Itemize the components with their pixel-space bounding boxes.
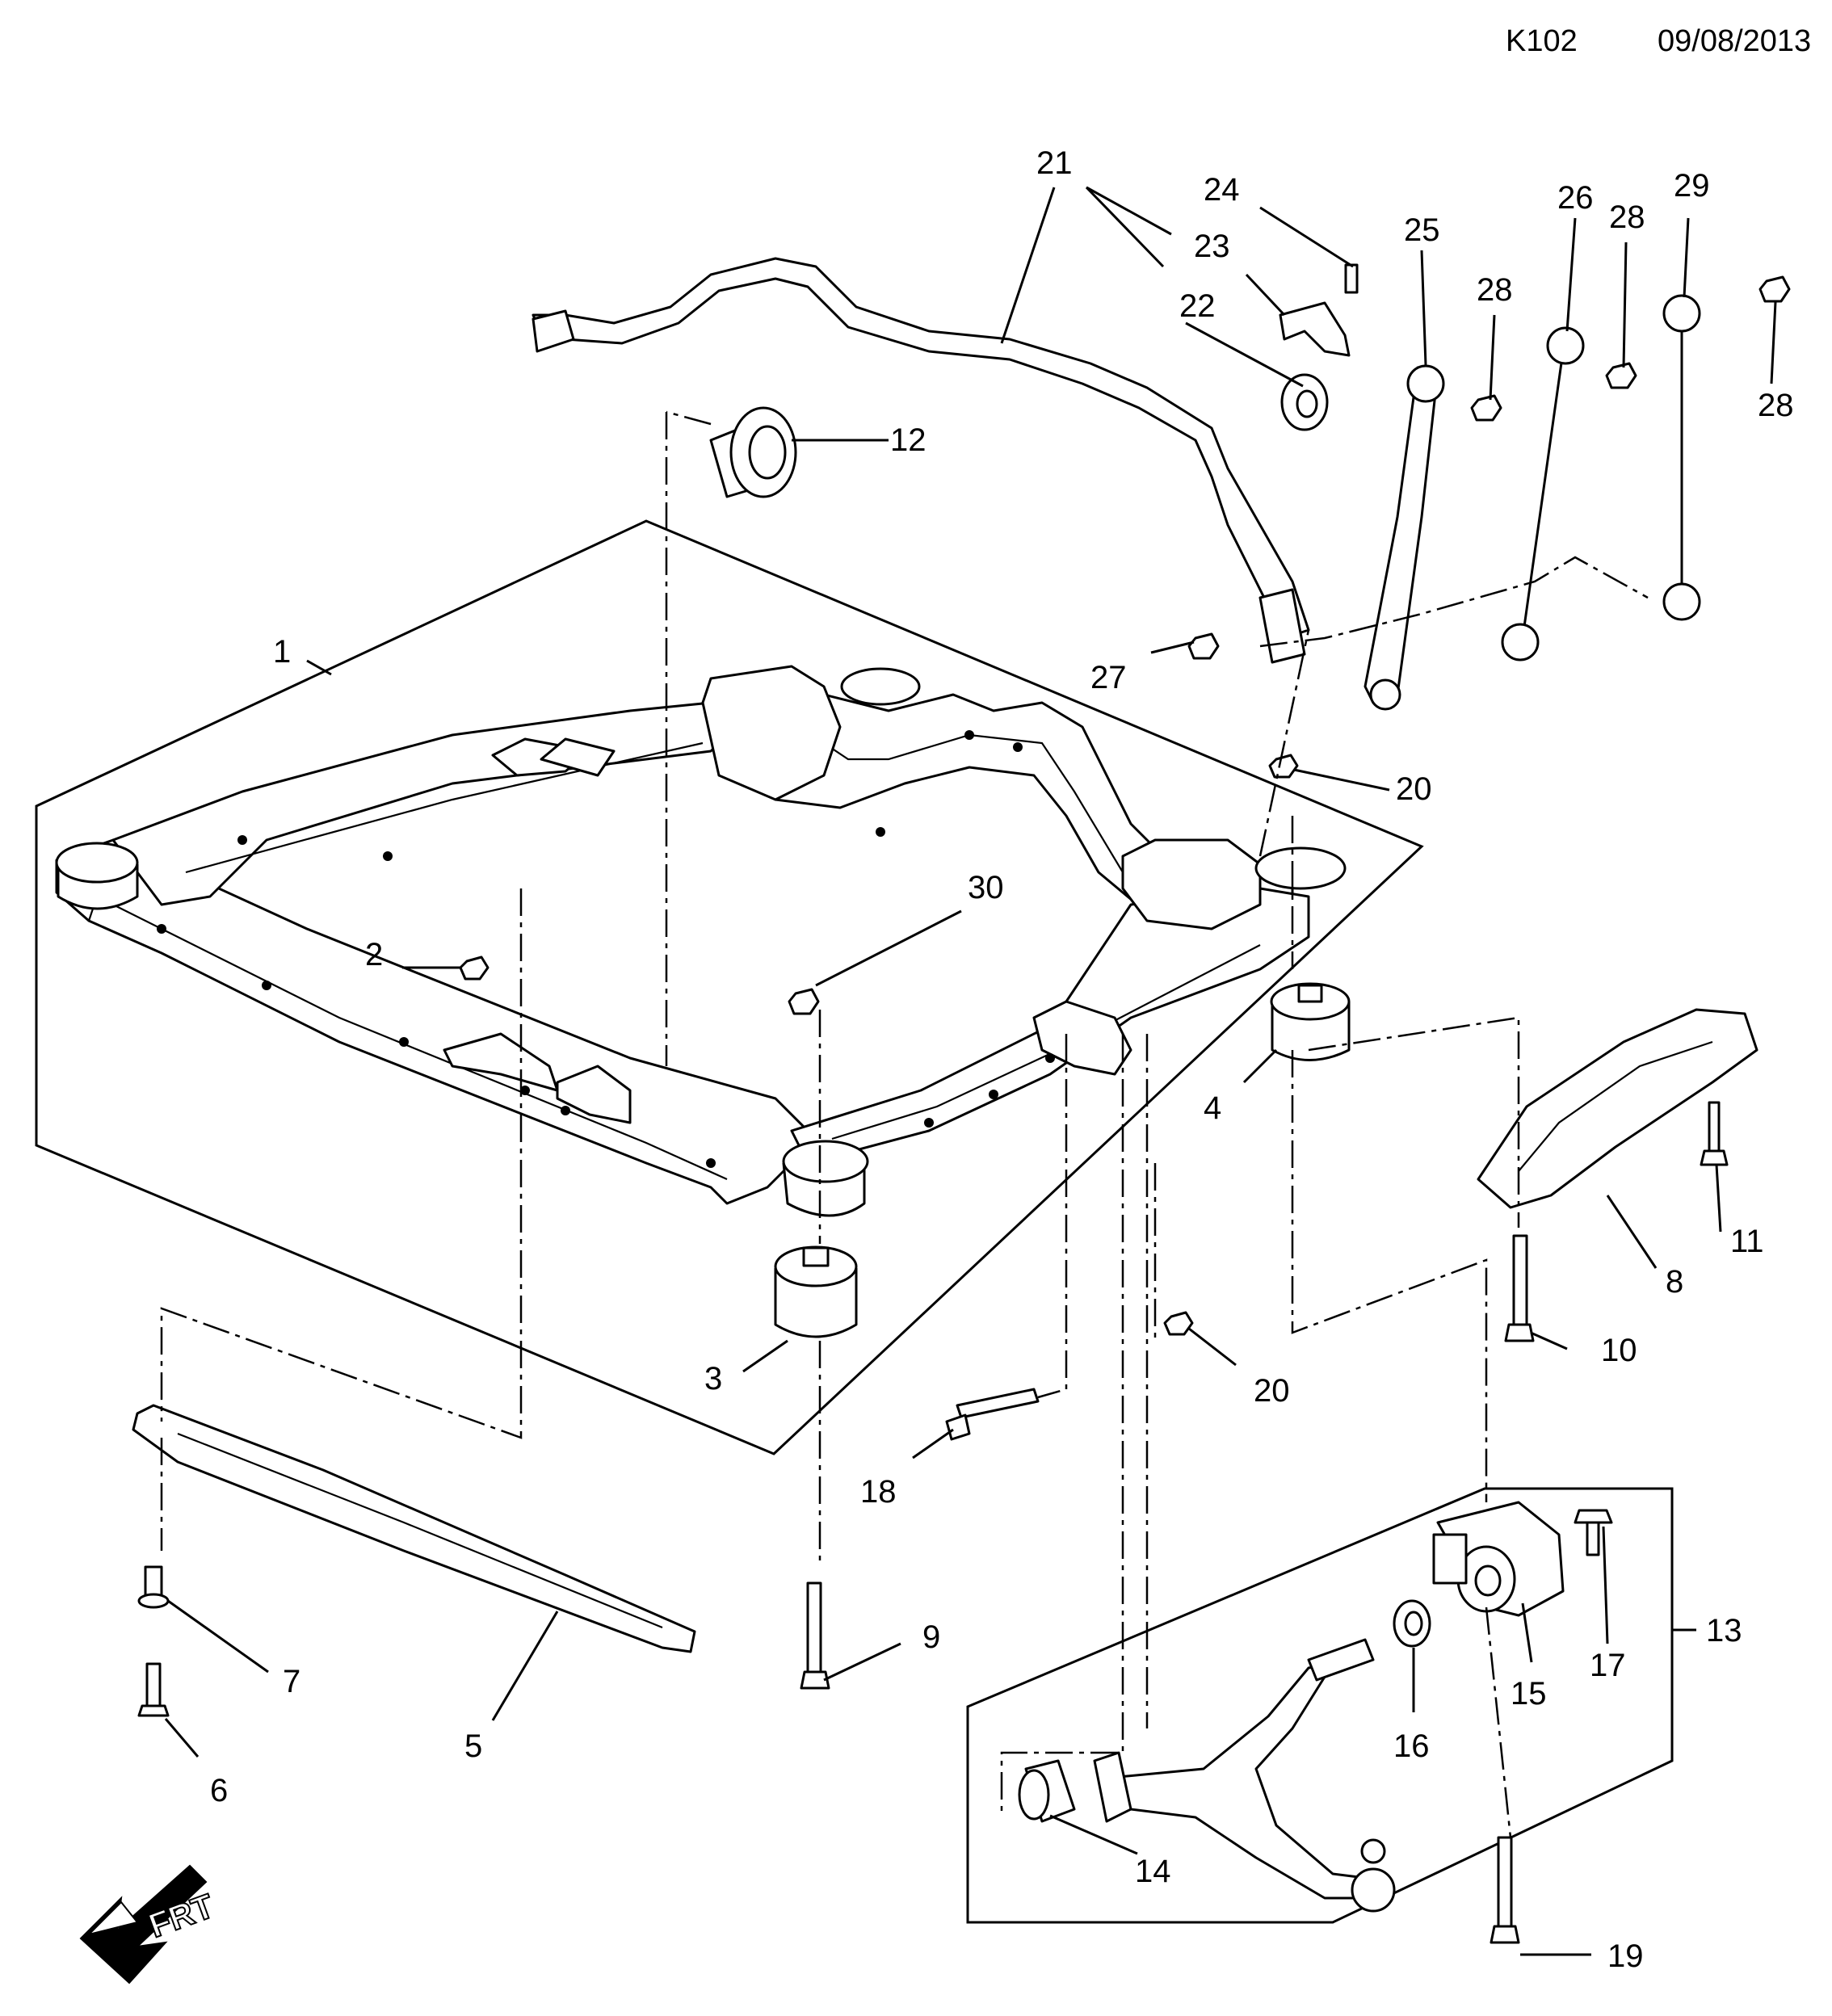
part-16-washer [1393,1599,1431,1648]
stabilizer-bar-end-left [532,309,575,353]
part-8-plate [1477,1008,1758,1209]
callout-5: 5 [464,1728,482,1764]
callout-12: 12 [890,422,927,458]
callout-28-b: 28 [1609,200,1645,235]
diagram-code: K102 [1506,24,1578,58]
callout-21: 21 [1036,145,1073,181]
part-23-bracket [1279,301,1351,357]
callout-3: 3 [704,1361,722,1396]
part-5-strut [132,1404,696,1653]
callout-11: 11 [1730,1224,1764,1259]
callout-22: 22 [1179,288,1216,324]
subframe [55,665,1347,1217]
part-26-link [1501,326,1585,662]
callout-2: 2 [365,937,383,972]
callout-1: 1 [273,634,291,670]
callout-18: 18 [860,1474,897,1510]
callout-23: 23 [1194,229,1230,264]
callout-labels: 1 2 3 4 5 6 7 8 9 10 11 12 13 14 15 16 1… [210,145,1794,1974]
part-3-mount [774,1245,858,1338]
part-13-control-arm [1093,1638,1396,1913]
part-25-link [1363,364,1445,711]
callout-10: 10 [1601,1333,1637,1368]
callout-13: 13 [1706,1613,1742,1648]
alignment-lines [160,410,1649,1838]
callout-14: 14 [1135,1854,1171,1889]
front-direction-arrow-icon: FRT [79,1864,220,1984]
hex-nuts [459,275,1791,1336]
callout-30: 30 [968,870,1004,905]
callout-4: 4 [1204,1090,1221,1126]
callout-7: 7 [283,1664,300,1699]
callout-9: 9 [922,1619,940,1655]
callout-28-a: 28 [1477,272,1513,308]
callout-28-c: 28 [1758,388,1794,423]
frt-label: FRT [144,1886,219,1944]
callout-25: 25 [1404,212,1440,248]
part-22-bushing [1280,373,1329,431]
part-15-bushing [1432,1501,1565,1617]
callout-17: 17 [1590,1648,1626,1683]
callout-27: 27 [1090,660,1127,695]
group-1-outline [35,519,1424,1455]
part-4-mount [1270,982,1351,1061]
diagram-date: 09/08/2013 [1658,24,1812,58]
callout-8: 8 [1666,1264,1683,1300]
callout-29: 29 [1674,168,1710,204]
leader-lines [164,186,1777,1956]
callout-15: 15 [1511,1676,1547,1712]
part-14-bushing [1018,1759,1076,1823]
part-24-bolt [1344,263,1359,294]
callout-20-lower: 20 [1254,1373,1290,1409]
group-13-outline [966,1487,1674,1924]
callout-20-upper: 20 [1396,771,1432,807]
callout-24: 24 [1204,172,1240,208]
part-12-bushing [709,406,797,498]
callout-16: 16 [1393,1728,1430,1764]
callout-19: 19 [1607,1938,1644,1974]
callout-26: 26 [1557,180,1594,216]
bolts [137,1101,1729,1944]
callout-6: 6 [210,1773,228,1808]
part-29-link [1662,294,1701,621]
